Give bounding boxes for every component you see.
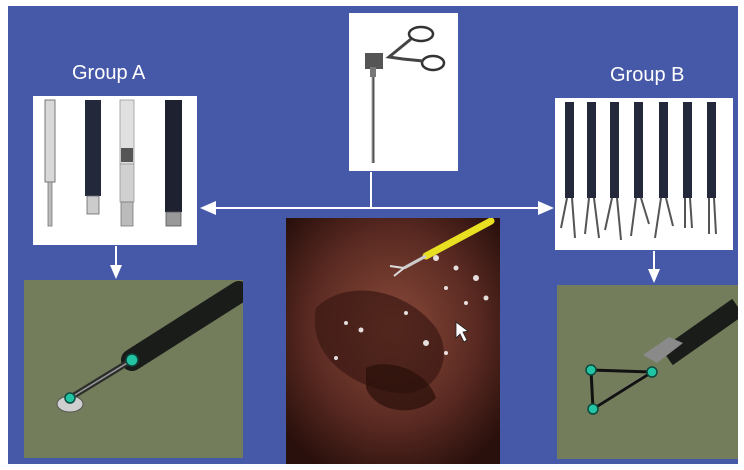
marker-jaw-a (586, 365, 596, 375)
arrowhead-right (538, 201, 554, 215)
group-a-tools-image (33, 96, 197, 245)
group-a-label: Group A (72, 62, 145, 85)
group-b-simulation-render (557, 285, 738, 459)
marker-jaw-tip (588, 404, 598, 414)
monopolar-tips-icon (33, 96, 197, 245)
marker-jaw-b (647, 367, 657, 377)
marker-tip (65, 393, 75, 403)
grasper-tips-icon (555, 98, 733, 250)
group-b-tools-image (555, 98, 733, 250)
surgical-view-icon (286, 218, 500, 464)
arrowhead-down-left (110, 265, 122, 279)
virtual-probe-icon (24, 280, 243, 458)
center-instrument-image (349, 13, 458, 171)
group-b-label: Group B (610, 64, 684, 87)
arrowhead-down-right (648, 269, 660, 283)
arrowhead-left (200, 201, 216, 215)
laparoscopic-grasper-icon (349, 13, 458, 171)
group-a-simulation-render (24, 280, 243, 458)
virtual-grasper-icon (557, 285, 738, 459)
marker-joint (126, 354, 138, 366)
endoscopic-scene-image (286, 218, 500, 464)
